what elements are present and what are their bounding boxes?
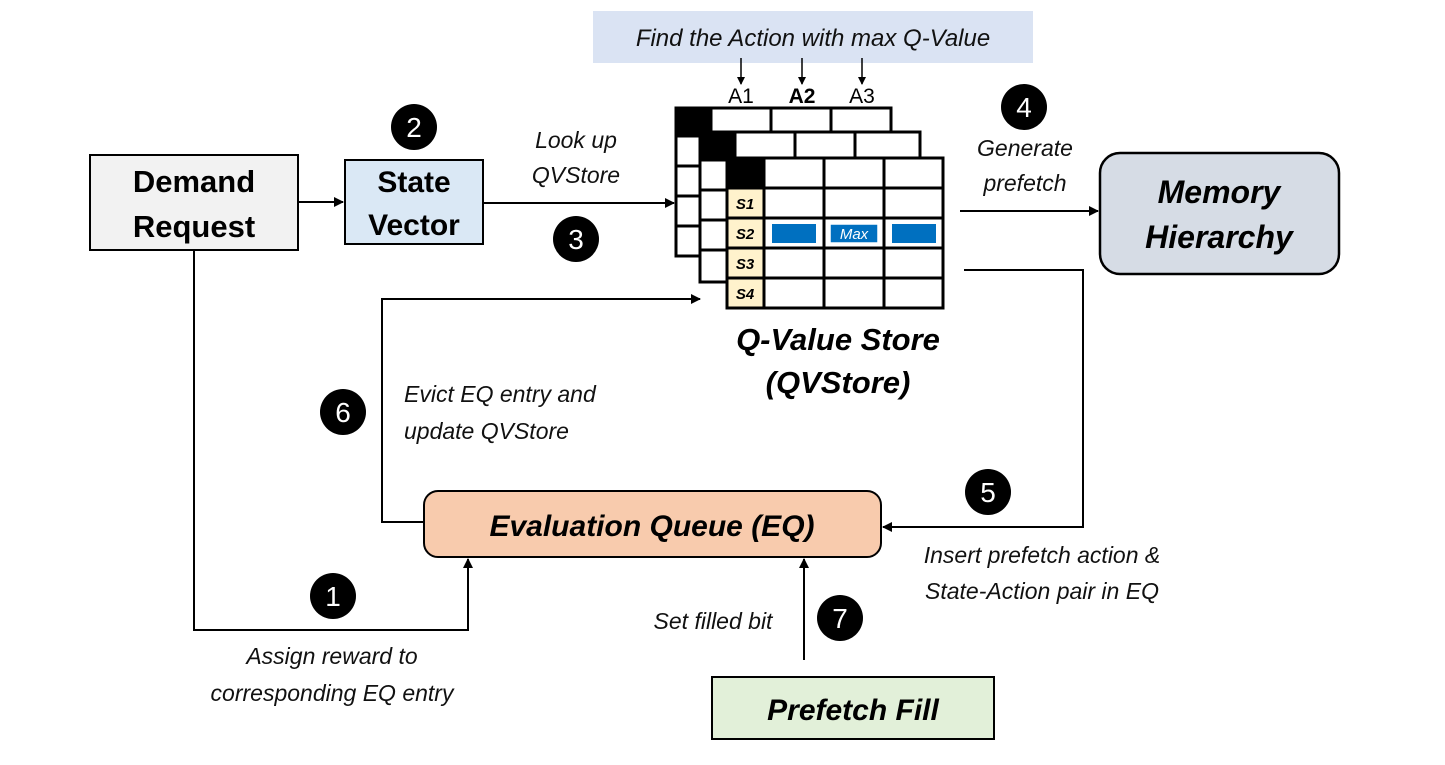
step-number-7: 7 (832, 603, 848, 634)
arrow-qvstore-to-eq (882, 269, 1084, 532)
state-vector-label-line2: Vector (368, 209, 460, 242)
step-badge-3 (553, 216, 599, 262)
evaluation-queue-box (423, 490, 882, 558)
memory-hierarchy-label-line1: Memory (1158, 174, 1283, 210)
step-badge-5 (965, 469, 1011, 515)
step-badge-1 (310, 573, 356, 619)
step1-text-line2: corresponding EQ entry (211, 680, 455, 706)
action-label-a2: A2 (789, 85, 816, 108)
demand-request-label-line1: Demand (133, 164, 255, 199)
prefetch-fill-label: Prefetch Fill (767, 694, 939, 727)
memory-hierarchy-label-line2: Hierarchy (1145, 219, 1295, 255)
banner-background (593, 11, 1033, 63)
state-label-s4: S4 (736, 286, 755, 303)
step-badge-2 (391, 104, 437, 150)
step-number-5: 5 (980, 477, 996, 508)
action-label-a3: A3 (849, 85, 875, 108)
state-label-s2: S2 (736, 226, 755, 243)
qvalue-cell-s2-a3 (892, 224, 936, 243)
step-number-3: 3 (568, 224, 584, 255)
step-number-2: 2 (406, 112, 422, 143)
step3-text-line1: Look up (535, 127, 617, 153)
step-badge-6 (320, 389, 366, 435)
prefetch-fill-box (711, 676, 995, 740)
step5-text-line1: Insert prefetch action & (924, 542, 1161, 568)
qvalue-cell-s2-a2 (829, 223, 879, 244)
arrow-eq-to-qvstore (381, 294, 701, 523)
step-number-4: 4 (1016, 92, 1032, 123)
state-label-s3: S3 (736, 256, 755, 273)
step-number-1: 1 (325, 581, 341, 612)
step-badge-7 (817, 595, 863, 641)
step-badge-4 (1001, 84, 1047, 130)
action-label-a1: A1 (728, 85, 754, 108)
step4-text-line2: prefetch (982, 170, 1066, 196)
evaluation-queue-label: Evaluation Queue (EQ) (489, 510, 814, 543)
max-label: Max (840, 226, 869, 243)
arrow-demand-to-eq (193, 250, 473, 631)
step6-text-line1: Evict EQ entry and (404, 381, 597, 407)
step6-text-line2: update QVStore (404, 418, 569, 444)
qvstore-title-line1: Q-Value Store (736, 322, 940, 357)
banner-text: Find the Action with max Q-Value (636, 25, 990, 52)
step3-text-line2: QVStore (532, 162, 620, 188)
step4-text-line1: Generate (977, 135, 1073, 161)
memory-hierarchy-box (1098, 151, 1341, 276)
demand-request-label-line2: Request (133, 209, 255, 244)
step7-text-line1: Set filled bit (654, 608, 775, 634)
state-label-s1: S1 (736, 196, 754, 213)
step1-text-line1: Assign reward to (244, 643, 418, 669)
qvstore-title-line2: (QVStore) (766, 365, 911, 400)
step-number-6: 6 (335, 397, 351, 428)
step5-text-line2: State-Action pair in EQ (925, 578, 1159, 604)
demand-request-box (89, 154, 299, 251)
state-vector-label-line1: State (377, 166, 450, 199)
qvalue-cell-s2-a1 (772, 224, 816, 243)
